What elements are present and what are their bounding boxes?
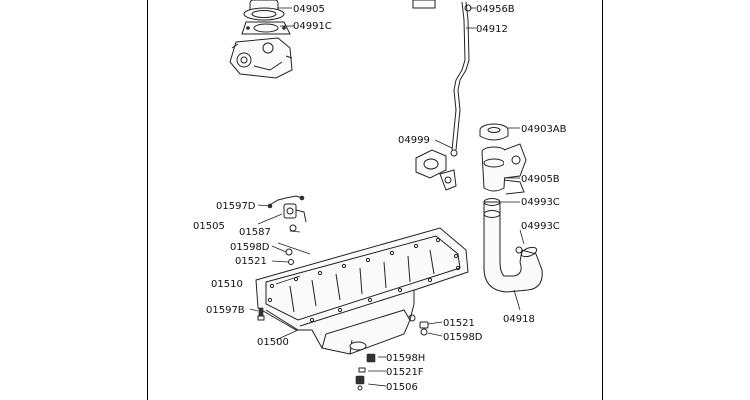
oil-level-dipstick [412, 0, 472, 157]
label-04905B: 04905B [521, 174, 560, 185]
filler-hose [483, 198, 543, 293]
label-04912: 04912 [476, 24, 508, 35]
oil-level-sensor [267, 195, 307, 265]
label-01521-right: 01521 [443, 318, 475, 329]
label-01597B: 01597B [206, 305, 245, 316]
label-01598D-right: 01598D [443, 332, 483, 343]
label-01521F: 01521F [386, 367, 424, 378]
label-04991C: 04991C [293, 21, 332, 32]
label-01505: 01505 [193, 221, 225, 232]
oil-pan [255, 227, 469, 355]
label-01521-left: 01521 [235, 256, 267, 267]
oil-filler-pipe [481, 143, 527, 195]
label-04999: 04999 [398, 135, 430, 146]
label-01506: 01506 [386, 382, 418, 393]
flange-gasket [415, 149, 457, 191]
label-04956B: 04956B [476, 4, 515, 15]
upper-housing-assembly [229, 0, 293, 79]
label-01587: 01587 [239, 227, 271, 238]
drain-plug [355, 353, 376, 391]
label-04993C-upper: 04993C [521, 197, 560, 208]
label-01500: 01500 [257, 337, 289, 348]
label-01598H: 01598H [386, 353, 425, 364]
label-01597D: 01597D [216, 201, 256, 212]
label-04903AB: 04903AB [521, 124, 567, 135]
label-01598D-left: 01598D [230, 242, 270, 253]
label-04905: 04905 [293, 4, 325, 15]
oil-filler-cap [479, 123, 509, 141]
label-04918: 04918 [503, 314, 535, 325]
side-plug [419, 321, 429, 336]
label-01510: 01510 [211, 279, 243, 290]
pan-bolt [257, 307, 265, 321]
label-04993C-lower: 04993C [521, 221, 560, 232]
